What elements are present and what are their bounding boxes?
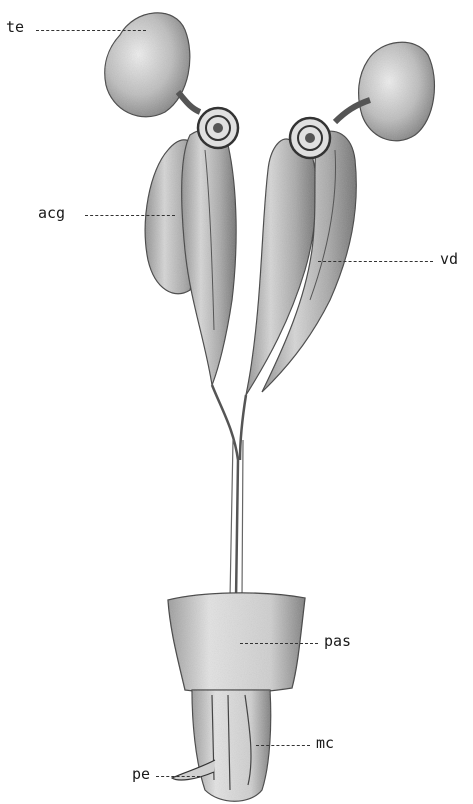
- label-pe: pe: [132, 767, 150, 782]
- left-efferent-duct: [178, 92, 200, 112]
- left-testis: [105, 13, 190, 117]
- left-inner-lobes: [182, 129, 236, 385]
- left-coil: [198, 108, 238, 148]
- label-te: te: [6, 20, 24, 35]
- right-coil: [290, 118, 330, 158]
- leader-pas: [240, 643, 318, 644]
- leader-te: [36, 30, 146, 31]
- label-mc: mc: [316, 736, 334, 751]
- label-vd: vd: [440, 252, 458, 267]
- ejaculatory-duct: [212, 385, 246, 600]
- leader-mc: [256, 745, 310, 746]
- right-testis: [359, 42, 435, 140]
- label-acg: acg: [38, 206, 65, 221]
- leader-pe: [156, 776, 200, 777]
- leader-acg: [85, 215, 175, 216]
- leader-vd: [318, 261, 433, 262]
- label-pas: pas: [324, 634, 351, 649]
